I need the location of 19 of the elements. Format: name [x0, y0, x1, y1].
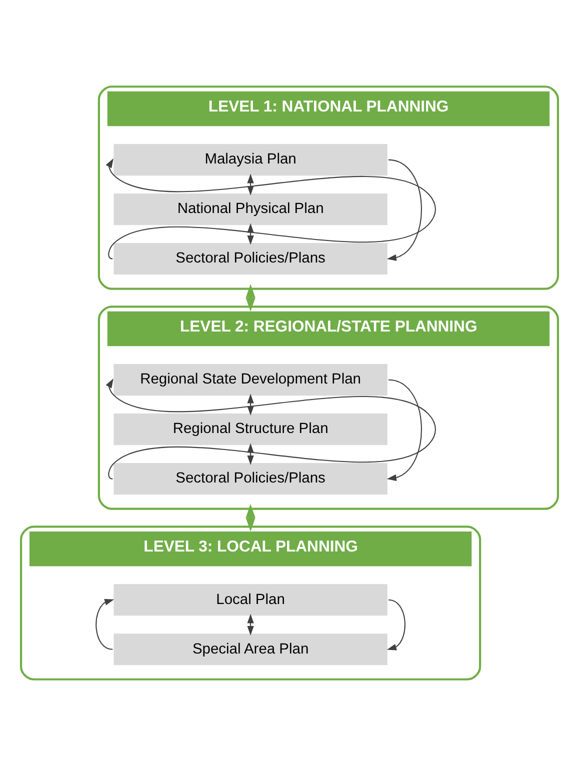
arrow [247, 442, 254, 464]
arrow [96, 598, 114, 650]
node-box: National Physical Plan [114, 193, 388, 225]
arrow [106, 378, 436, 479]
arrow [247, 613, 254, 636]
arrow [386, 158, 422, 260]
arrow [386, 598, 406, 650]
node-box: Local Plan [114, 584, 388, 616]
node-box: Special Area Plan [114, 633, 388, 665]
arrow [106, 158, 436, 259]
node-box: Sectoral Policies/Plans [114, 242, 388, 274]
arrow [386, 378, 422, 480]
node-box: Regional Structure Plan [114, 413, 388, 445]
node-box: Malaysia Plan [114, 144, 388, 176]
arrow [246, 284, 256, 311]
arrow [246, 504, 256, 531]
node-box: Sectoral Policies/Plans [114, 462, 388, 494]
node-box: Regional State Development Plan [114, 364, 388, 396]
arrow [247, 222, 254, 244]
